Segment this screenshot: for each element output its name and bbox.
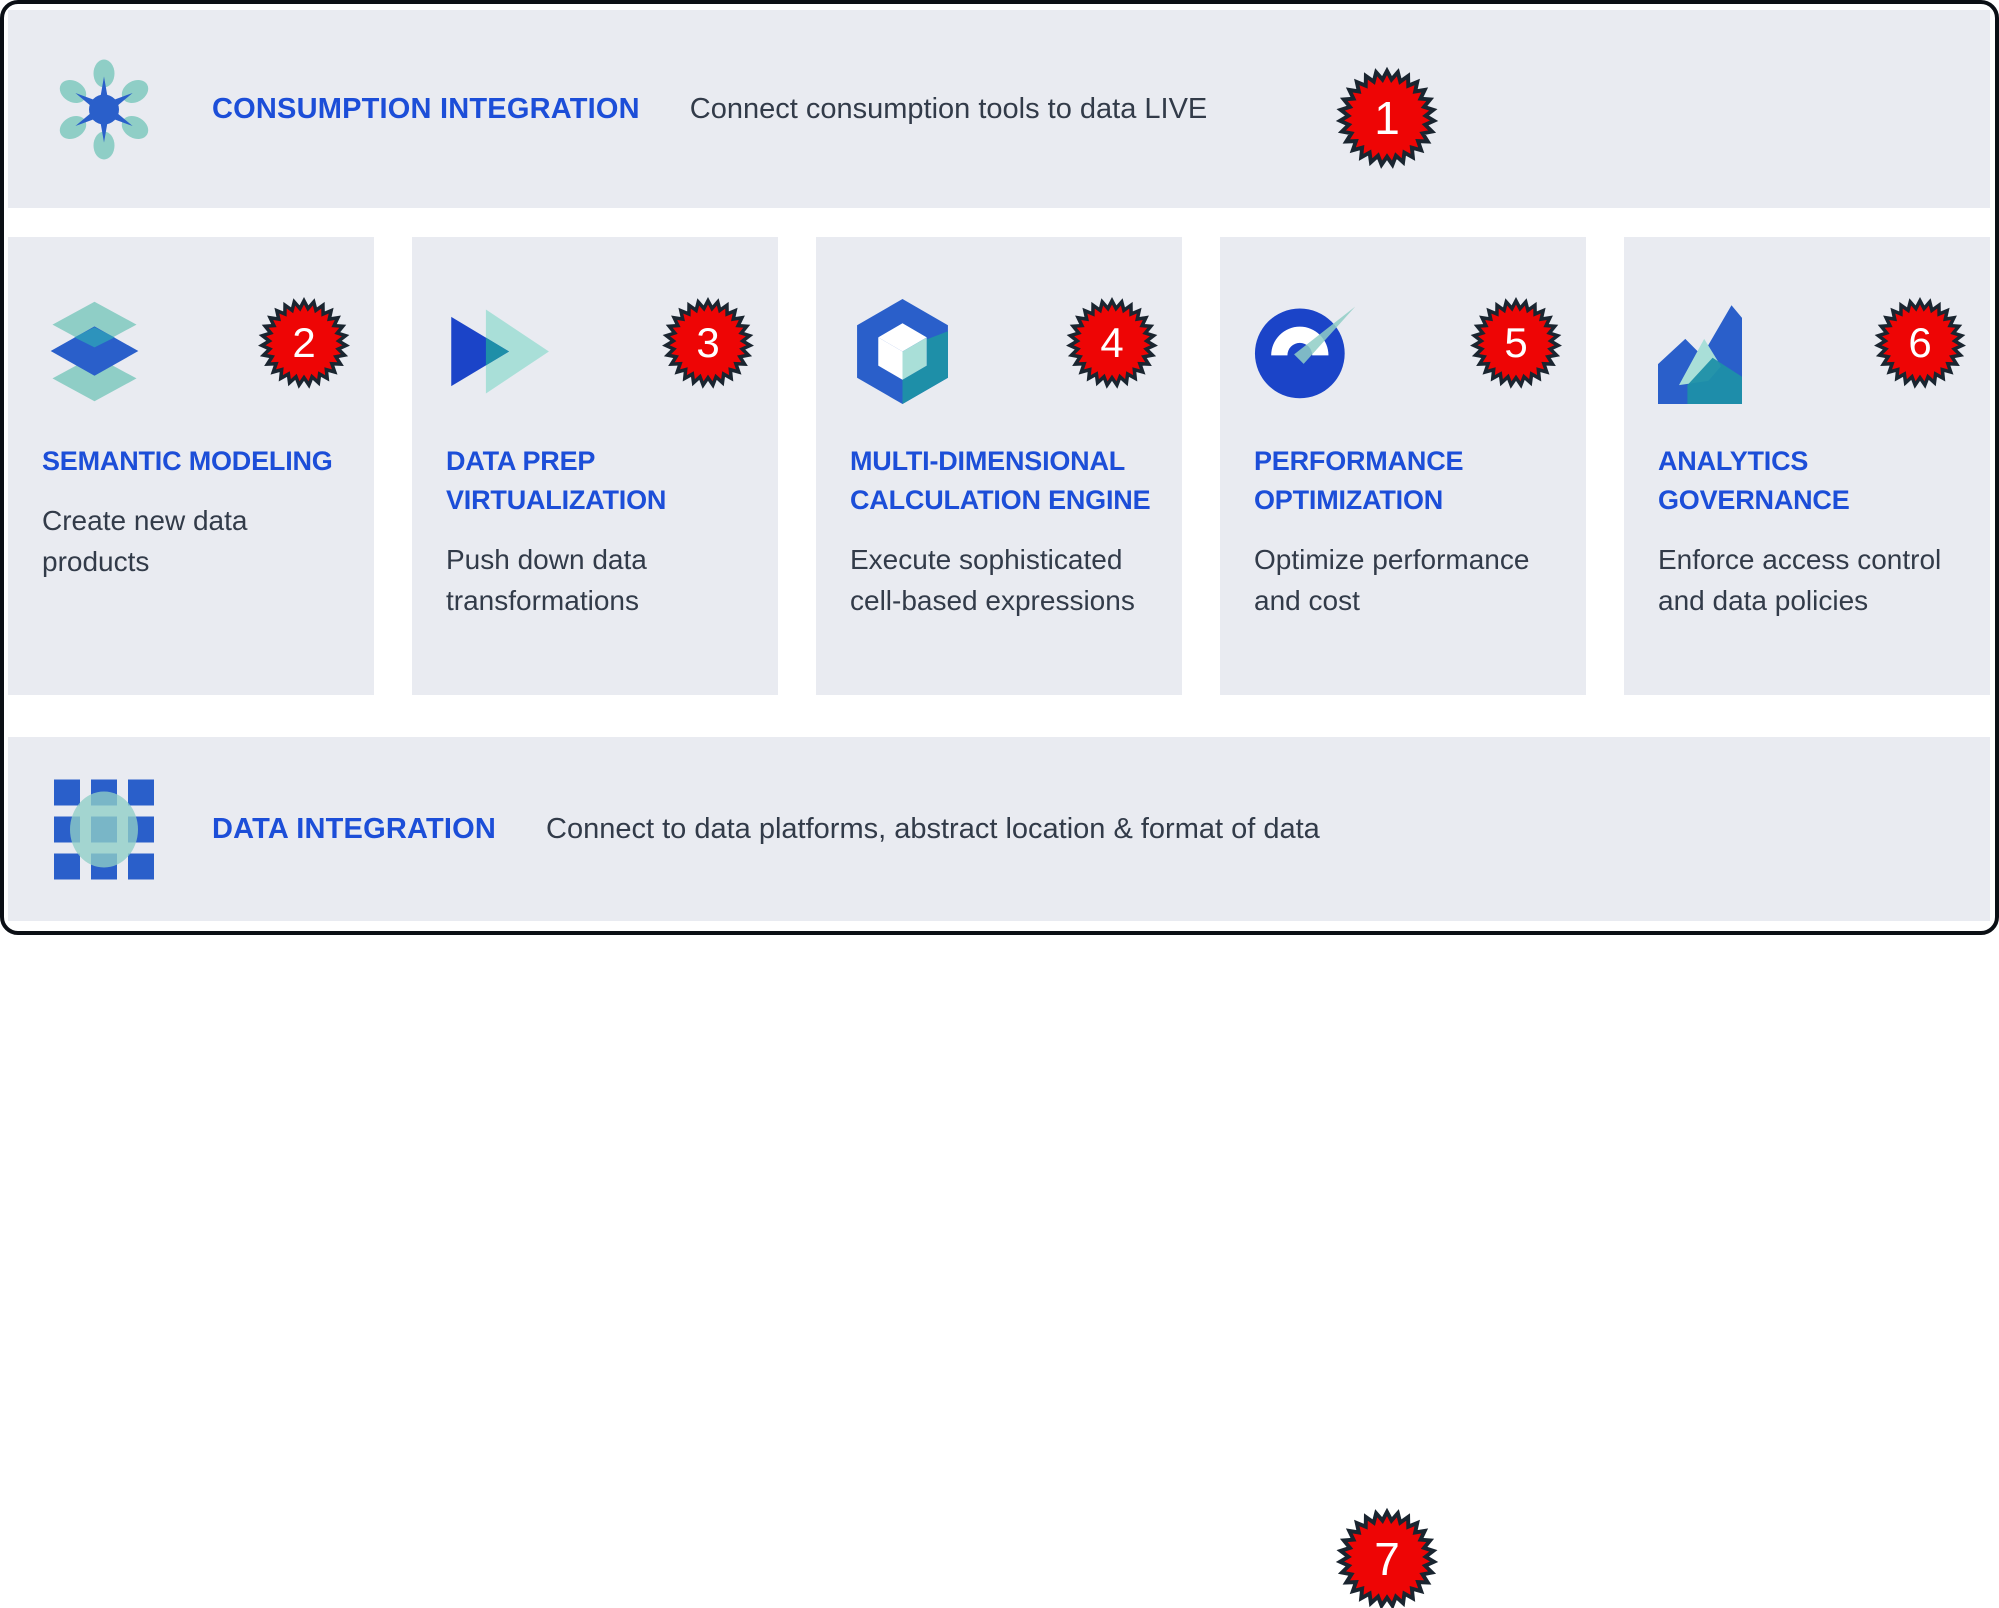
fast-forward-icon	[451, 309, 549, 394]
card-description: Execute sophisticated cell-based express…	[850, 544, 1135, 616]
step-badge: 1	[1335, 66, 1439, 169]
card-description: Optimize performance and cost	[1254, 544, 1530, 616]
badge-number: 3	[696, 319, 720, 366]
bar-subtitle: Connect consumption tools to data LIVE	[689, 92, 1208, 125]
card-description: Create new data products	[42, 505, 248, 577]
step-badge: 2	[258, 296, 350, 389]
starburst-icon	[1335, 66, 1439, 169]
area-chart-icon	[1658, 305, 1742, 404]
step-badge: 7	[1335, 1507, 1439, 1608]
card-title: ANALYTICS GOVERNANCE	[1658, 446, 1850, 516]
badge-number: 7	[1374, 1533, 1400, 1585]
data-integration-bar: DATA INTEGRATION Connect to data platfor…	[8, 737, 1990, 1608]
starburst-icon	[1470, 296, 1562, 389]
starburst-icon	[1066, 296, 1158, 389]
starburst-icon	[662, 296, 754, 389]
grid-icon	[54, 779, 154, 879]
card-title: DATA PREP VIRTUALIZATION	[446, 446, 667, 516]
card-title: MULTI-DIMENSIONAL CALCULATION ENGINE	[850, 446, 1151, 516]
capability-cards-row: SEMANTIC MODELING Create new data produc…	[8, 237, 1990, 695]
bar-title: DATA INTEGRATION	[212, 812, 497, 845]
card-performance-optimization: PERFORMANCE OPTIMIZATION Optimize perfor…	[1220, 237, 1586, 695]
card-analytics-governance: ANALYTICS GOVERNANCE Enforce access cont…	[1624, 237, 1990, 695]
gauge-icon	[1254, 306, 1356, 399]
bar-subtitle: Connect to data platforms, abstract loca…	[546, 812, 1320, 845]
badge-number: 1	[1374, 92, 1400, 144]
badge-number: 6	[1908, 319, 1932, 366]
badge-number: 2	[292, 319, 316, 366]
card-description: Push down data transformations	[446, 544, 647, 616]
hub-network-icon	[59, 59, 149, 159]
card-multi-dimensional-calculation-engine: MULTI-DIMENSIONAL CALCULATION ENGINE Exe…	[816, 237, 1182, 695]
bar-title: CONSUMPTION INTEGRATION	[212, 92, 640, 125]
card-semantic-modeling: SEMANTIC MODELING Create new data produc…	[8, 237, 374, 695]
layers-icon	[50, 301, 139, 402]
starburst-icon	[258, 296, 350, 389]
step-badge: 4	[1066, 296, 1158, 389]
step-badge: 6	[1874, 296, 1966, 389]
consumption-integration-bar: CONSUMPTION INTEGRATION Connect consumpt…	[8, 10, 1990, 208]
card-description: Enforce access control and data policies	[1658, 544, 1942, 616]
step-badge: 3	[662, 296, 754, 389]
step-badge: 5	[1470, 296, 1562, 389]
badge-number: 4	[1100, 319, 1124, 366]
card-data-prep-virtualization: DATA PREP VIRTUALIZATION Push down data …	[412, 237, 778, 695]
starburst-icon	[1874, 296, 1966, 389]
card-title: SEMANTIC MODELING	[42, 446, 333, 476]
badge-number: 5	[1504, 319, 1528, 366]
cube-icon	[857, 299, 948, 404]
card-title: PERFORMANCE OPTIMIZATION	[1254, 446, 1464, 516]
